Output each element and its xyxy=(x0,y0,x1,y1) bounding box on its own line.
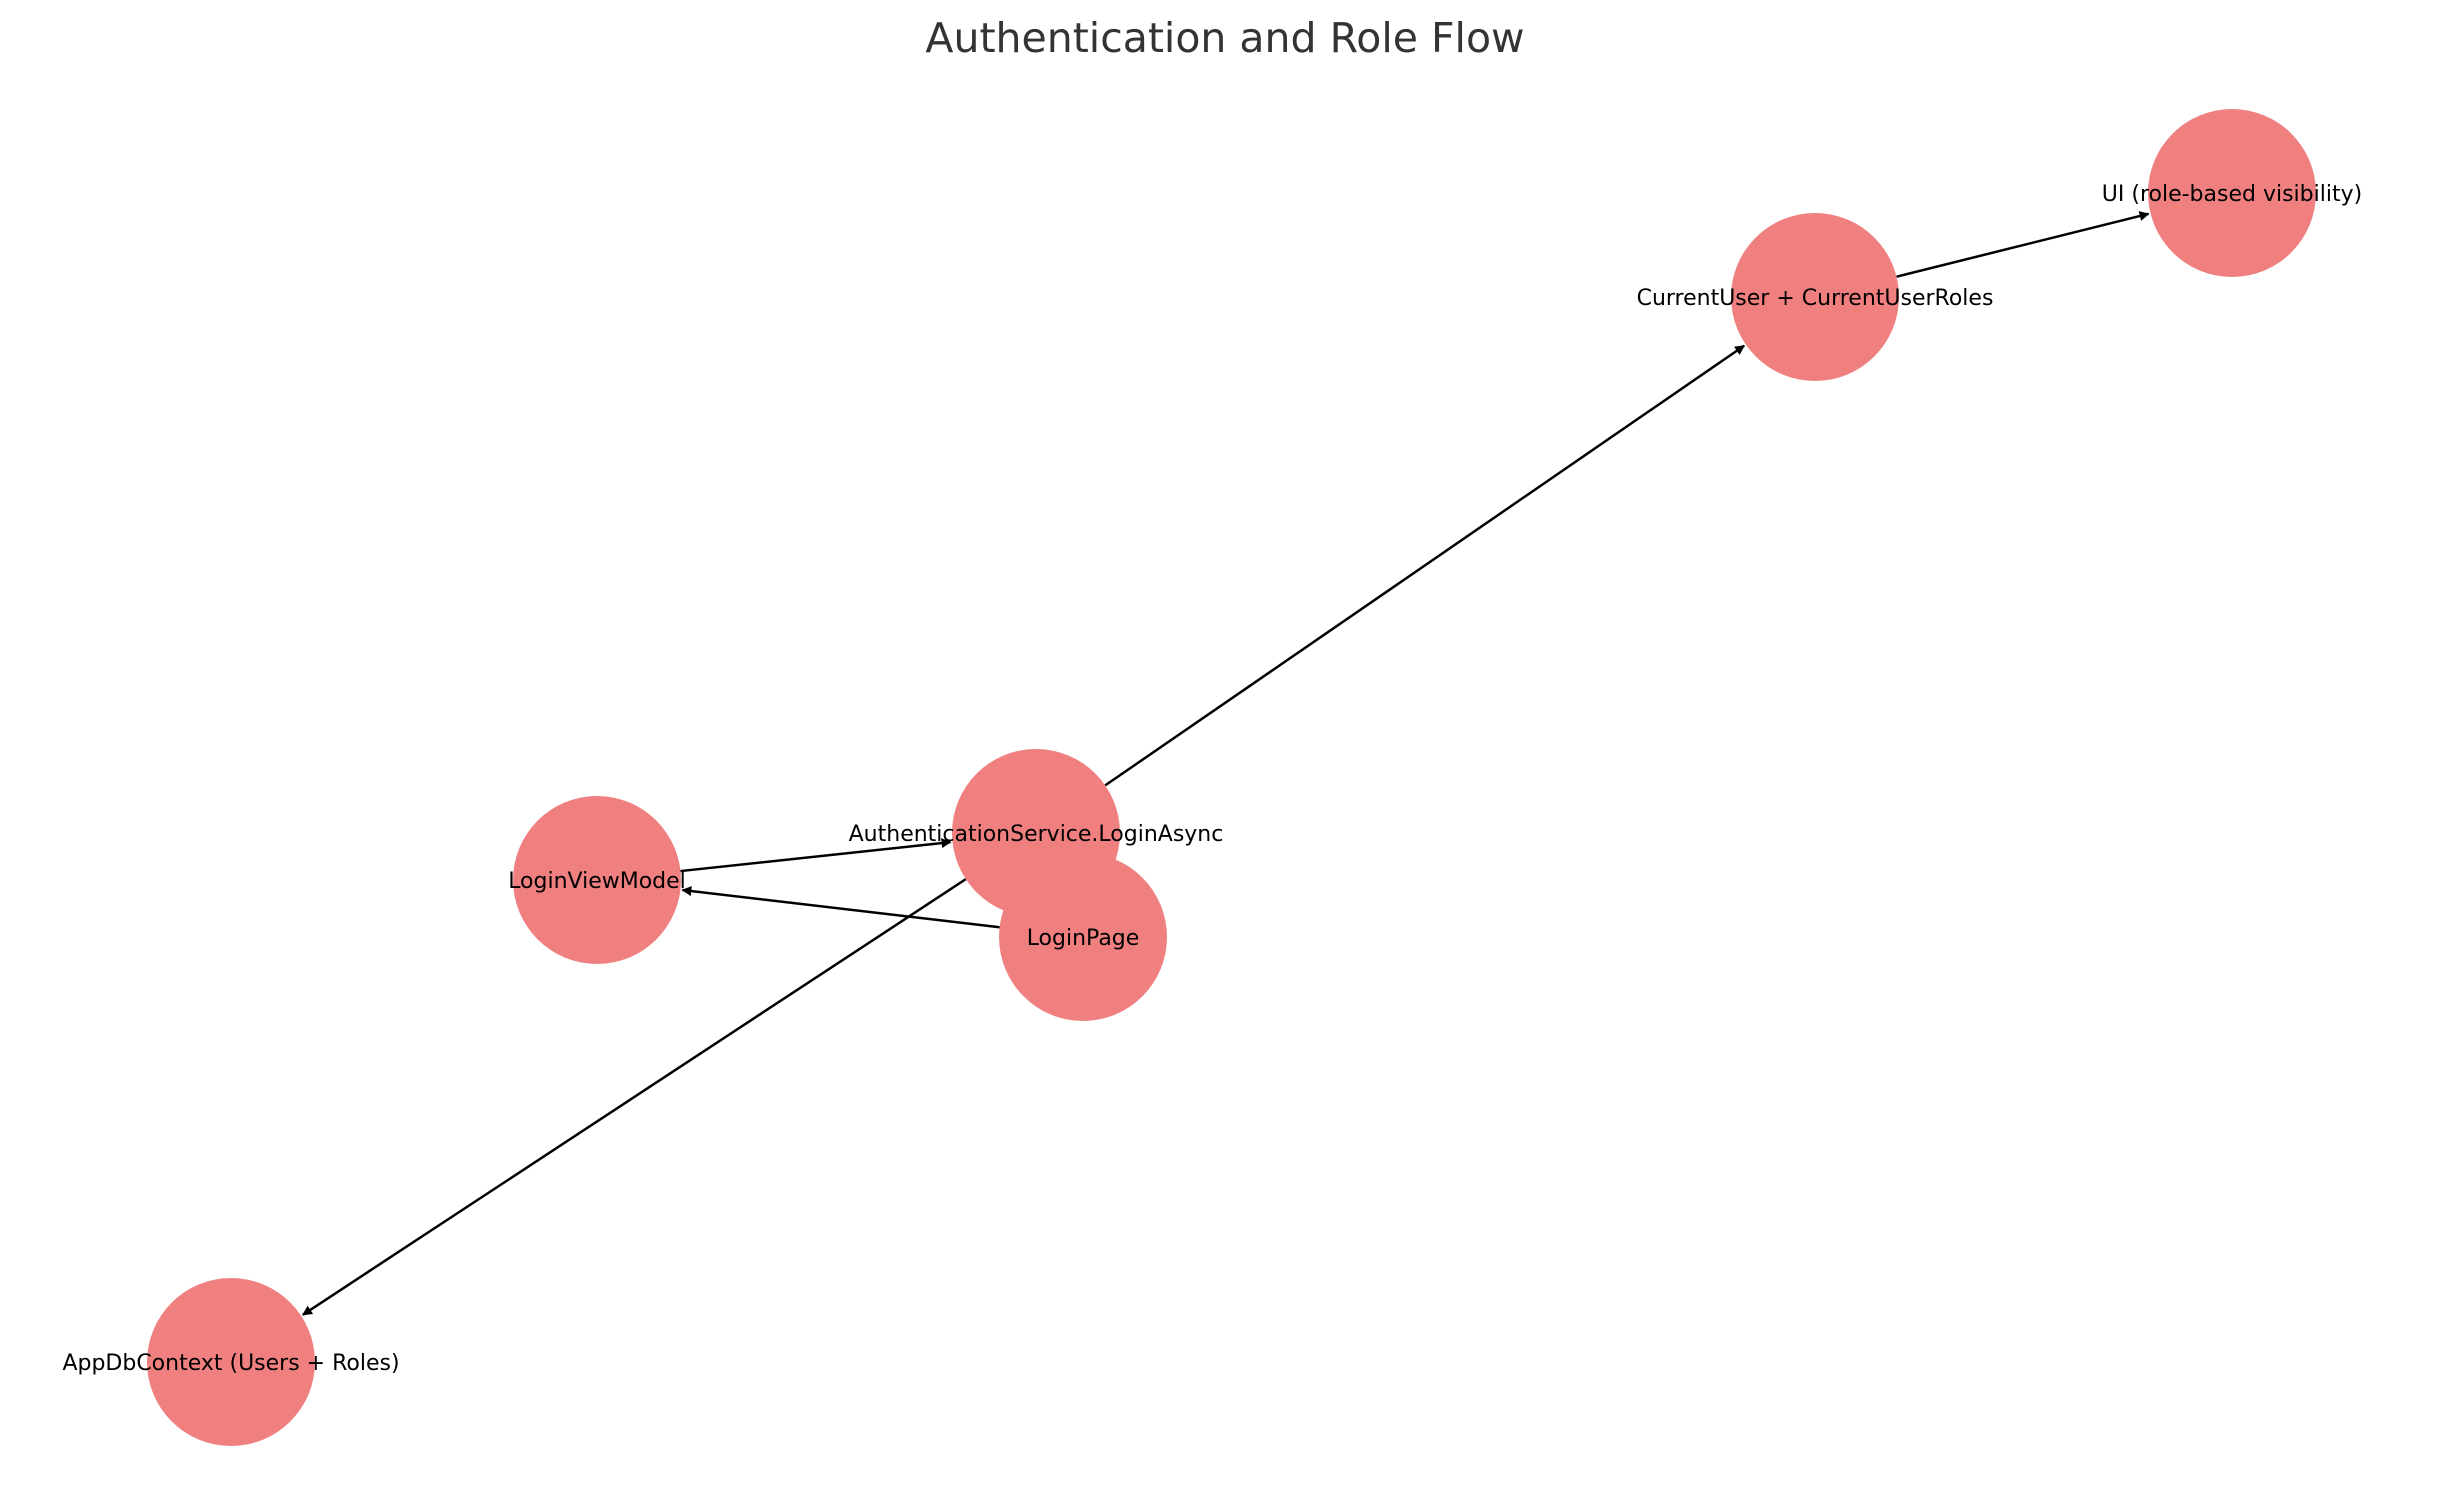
node-circle-authservice xyxy=(952,749,1120,917)
edge-authservice-to-appdbcontext xyxy=(302,878,967,1316)
node-label-appdbcontext: AppDbContext (Users + Roles) xyxy=(62,1351,399,1376)
node-appdbcontext: AppDbContext (Users + Roles) xyxy=(62,1278,400,1446)
edges-layer xyxy=(302,211,2150,1316)
node-label-loginpage: LoginPage xyxy=(1027,926,1140,951)
diagram-title: Authentication and Role Flow xyxy=(925,14,1524,62)
node-currentuser: CurrentUser + CurrentUserRoles xyxy=(1637,213,1994,381)
node-authservice: AuthenticationService.LoginAsync xyxy=(849,749,1224,917)
edge-authservice-to-currentuser xyxy=(1104,344,1745,787)
node-circle-ui xyxy=(2148,109,2316,277)
edge-currentuser-to-ui xyxy=(1896,211,2150,278)
nodes-layer: LoginPage LoginViewModel AuthenticationSer… xyxy=(62,109,2362,1446)
node-circle-loginviewmodel xyxy=(513,796,681,964)
node-label-ui: UI (role-based visibility) xyxy=(2102,182,2362,207)
node-label-loginviewmodel: LoginViewModel xyxy=(508,869,686,894)
node-ui: UI (role-based visibility) xyxy=(2102,109,2362,277)
node-label-authservice: AuthenticationService.LoginAsync xyxy=(849,822,1224,847)
node-label-currentuser: CurrentUser + CurrentUserRoles xyxy=(1637,286,1994,311)
node-circle-currentuser xyxy=(1731,213,1899,381)
node-circle-appdbcontext xyxy=(147,1278,315,1446)
node-loginviewmodel: LoginViewModel xyxy=(508,796,686,964)
edge-loginpage-to-loginviewmodel xyxy=(681,886,1000,929)
edge-loginviewmodel-to-authservice xyxy=(680,838,952,873)
